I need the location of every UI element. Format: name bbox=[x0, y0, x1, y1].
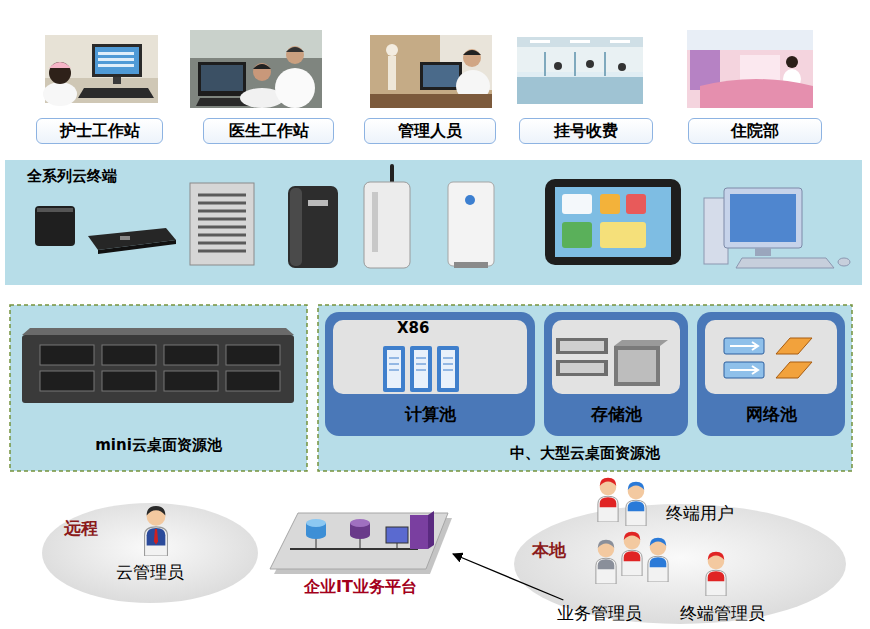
resource-pool-box: mini云桌面资源池 bbox=[10, 305, 307, 471]
station-label: 护士工作站 bbox=[36, 118, 163, 144]
node-text: 云管理员 bbox=[116, 562, 184, 582]
pool-frame bbox=[325, 312, 845, 436]
pool-fill bbox=[318, 305, 852, 471]
x86-servers bbox=[383, 346, 459, 392]
terminal-band-fill bbox=[5, 160, 862, 285]
node-text: 住院部 bbox=[731, 121, 779, 140]
compute-pool: X86 计算池 bbox=[325, 312, 535, 436]
node-text: 中、大型云桌面资源池 bbox=[510, 444, 660, 462]
rack-server bbox=[22, 328, 294, 403]
person-icon bbox=[706, 552, 726, 596]
station-label: 挂号收费 bbox=[519, 118, 653, 144]
station-label: 管理人员 bbox=[364, 118, 496, 144]
node-text: 网络池 bbox=[746, 404, 797, 424]
station-label: 医生工作站 bbox=[203, 118, 334, 144]
person-icon bbox=[596, 540, 616, 584]
ward-photo bbox=[370, 35, 492, 108]
node-text: 护士工作站 bbox=[60, 121, 140, 140]
terminal-band: 全系列云终端 bbox=[5, 160, 862, 285]
node-text: X86 bbox=[397, 319, 429, 337]
local-zone: 本地 终端用户业务管理员 终端管理员 bbox=[512, 496, 848, 627]
it-platform: 企业IT业务平台 bbox=[268, 505, 453, 603]
person-icon bbox=[648, 538, 668, 582]
node-text: 计算池 bbox=[405, 404, 456, 424]
role-label: 云管理员 bbox=[100, 559, 200, 585]
station-label: 住院部 bbox=[688, 118, 822, 144]
ward-photo bbox=[190, 30, 322, 108]
role-label: 业务管理员 bbox=[545, 600, 653, 626]
node-text: 医生工作站 bbox=[229, 121, 309, 140]
storage-pool: 存储池 bbox=[544, 312, 688, 436]
resource-pool-box: 中、大型云桌面资源池 X86 计算池 存储池 网络池 bbox=[318, 305, 852, 471]
remote-zone: 远程云管理员 bbox=[40, 500, 260, 605]
role-label: 终端用户 bbox=[655, 500, 745, 526]
pool-fill bbox=[10, 305, 307, 471]
node-text: 挂号收费 bbox=[554, 121, 618, 140]
node-text: 全系列云终端 bbox=[27, 167, 117, 185]
person-icon bbox=[145, 506, 168, 556]
node-text: 终端管理员 bbox=[680, 603, 765, 623]
storage-devices bbox=[556, 338, 668, 386]
ward-photo bbox=[517, 37, 643, 104]
ward-photo bbox=[43, 35, 158, 106]
person-icon bbox=[622, 532, 642, 576]
node-text: 管理人员 bbox=[398, 121, 462, 140]
node-text: 存储池 bbox=[591, 404, 642, 424]
zone-ellipse bbox=[40, 500, 260, 605]
node-text: 终端用户 bbox=[666, 503, 734, 523]
person-icon bbox=[626, 482, 646, 526]
person-icon bbox=[598, 478, 618, 522]
node-text: mini云桌面资源池 bbox=[95, 436, 222, 454]
role-label: 终端管理员 bbox=[668, 600, 776, 626]
network-devices bbox=[724, 338, 812, 378]
cloud-terminals bbox=[35, 166, 850, 268]
node-text: 远程 bbox=[64, 518, 98, 538]
node-text: 本地 bbox=[532, 540, 566, 560]
ward-photo bbox=[687, 30, 813, 108]
network-pool: 网络池 bbox=[697, 312, 845, 436]
node-text: 业务管理员 bbox=[557, 603, 642, 623]
node-text: 企业IT业务平台 bbox=[304, 577, 417, 596]
